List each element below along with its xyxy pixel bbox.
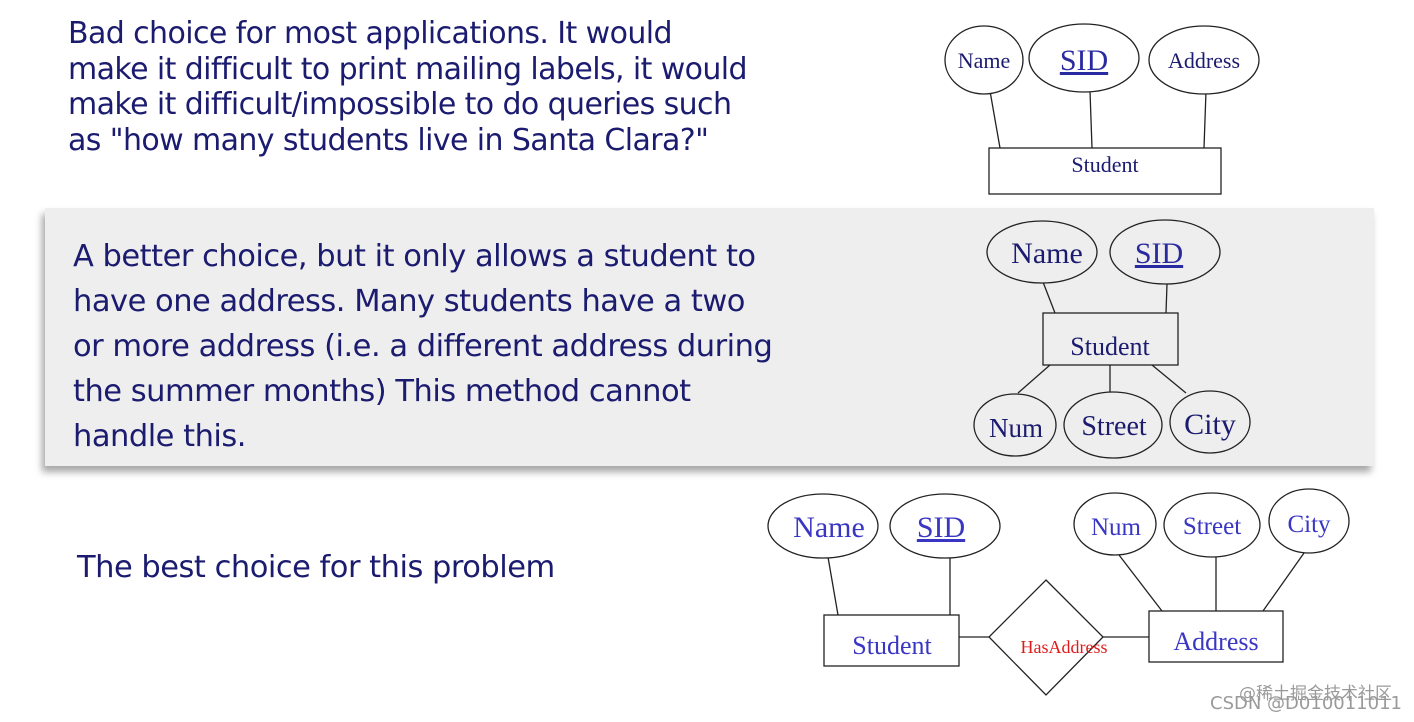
key-attribute-ellipse: [1109, 219, 1221, 285]
watermark-csdn: CSDN @D010011011: [1210, 693, 1402, 714]
connector-line: [1165, 283, 1168, 314]
key-attribute-label: SID: [1135, 237, 1183, 270]
attribute-ellipse: [1268, 488, 1350, 554]
attribute-label: Name: [958, 48, 1011, 73]
panel-1-description: Bad choice for most applications. It wou…: [68, 16, 748, 158]
entity-rect: [1042, 312, 1179, 366]
key-attribute-label: SID: [917, 511, 965, 544]
relationship-diamond: [988, 579, 1104, 696]
attribute-label: Address: [1168, 48, 1240, 73]
key-attribute-label: SID: [1060, 44, 1108, 77]
attribute-label: Street: [1183, 513, 1241, 540]
attribute-ellipse: [1163, 492, 1261, 558]
entity-label: Student: [1071, 152, 1138, 177]
connector-line: [1118, 554, 1163, 612]
er-diagram-1: [944, 23, 1260, 195]
panel-3-description: The best choice for this problem: [77, 550, 555, 585]
attribute-ellipse: [1073, 492, 1157, 556]
entity-rect: [823, 614, 960, 667]
attribute-ellipse: [767, 493, 879, 559]
attribute-ellipse: [944, 25, 1024, 95]
er-diagram-3: [767, 488, 1350, 696]
entity-rect: [988, 147, 1222, 195]
panel-2-description: A better choice, but it only allows a st…: [73, 239, 773, 454]
connector-line: [1042, 281, 1056, 314]
entity-label: Address: [1173, 627, 1258, 656]
watermark-juejin: @稀土掘金技术社区: [1239, 684, 1392, 704]
key-attribute-ellipse: [1028, 23, 1140, 93]
key-attribute-ellipse: [889, 493, 1001, 559]
attribute-label: Name: [1011, 237, 1083, 270]
attribute-label: City: [1287, 511, 1331, 538]
attribute-label: Street: [1081, 411, 1147, 442]
connector-line: [989, 90, 1001, 149]
connector-line: [1203, 90, 1207, 149]
connector-line: [827, 556, 839, 616]
attribute-label: Name: [793, 511, 865, 544]
attribute-ellipse: [1148, 25, 1260, 95]
attribute-ellipse: [1063, 391, 1163, 459]
connector-line: [1017, 364, 1051, 394]
attribute-label: City: [1184, 408, 1236, 441]
attribute-label: Num: [1091, 514, 1142, 541]
attribute-ellipse: [1169, 390, 1251, 454]
relationship-label: HasAddress: [1021, 637, 1108, 657]
attribute-ellipse: [986, 220, 1098, 284]
connector-line: [1151, 364, 1187, 394]
connector-line: [1262, 552, 1305, 612]
entity-rect: [1148, 610, 1284, 663]
er-diagram-2: [973, 219, 1251, 459]
attribute-label: Num: [989, 413, 1043, 443]
attribute-ellipse: [973, 393, 1057, 457]
connector-line: [1089, 90, 1093, 149]
entity-label: Student: [1070, 332, 1150, 361]
entity-label: Student: [852, 631, 932, 660]
